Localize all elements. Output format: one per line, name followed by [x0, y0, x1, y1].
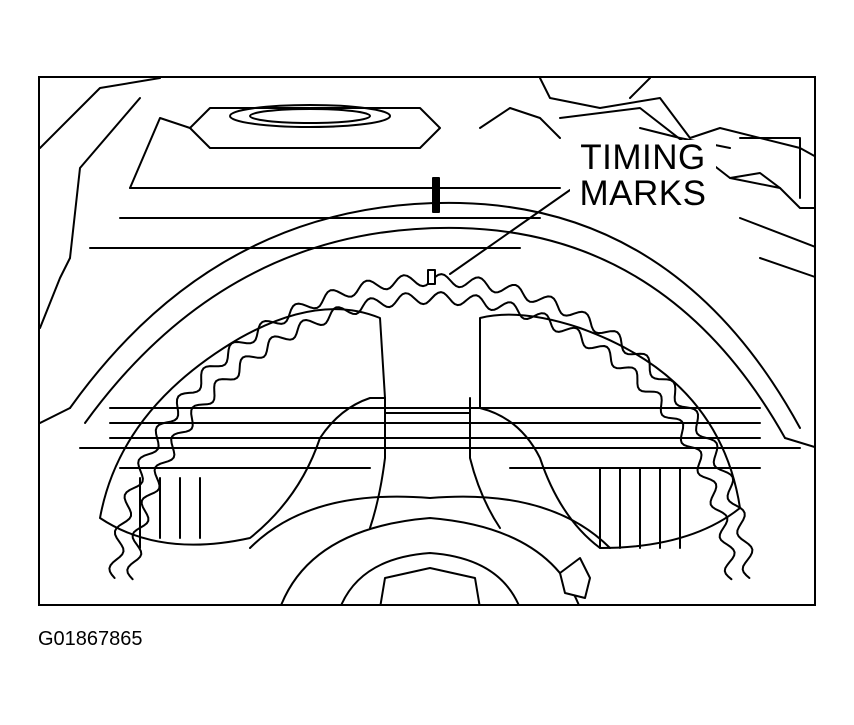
timing-belt-drawing — [40, 78, 814, 604]
figure-id: G01867865 — [38, 628, 143, 650]
callout-line-timing: TIMING — [580, 138, 706, 177]
cover-timing-mark — [432, 177, 440, 213]
callout-leader — [449, 189, 571, 275]
belt-cover — [40, 201, 814, 448]
callout-line-marks: MARKS — [579, 174, 707, 213]
figure-frame: TIMING MARKS — [38, 76, 816, 606]
timing-belt-inner — [126, 291, 736, 581]
timing-belt-outer — [108, 273, 754, 579]
camshaft-sprocket — [99, 308, 741, 604]
sprocket-timing-mark — [427, 269, 436, 285]
sprocket-housing — [79, 407, 801, 549]
timing-marks-callout: TIMING MARKS — [570, 140, 716, 212]
